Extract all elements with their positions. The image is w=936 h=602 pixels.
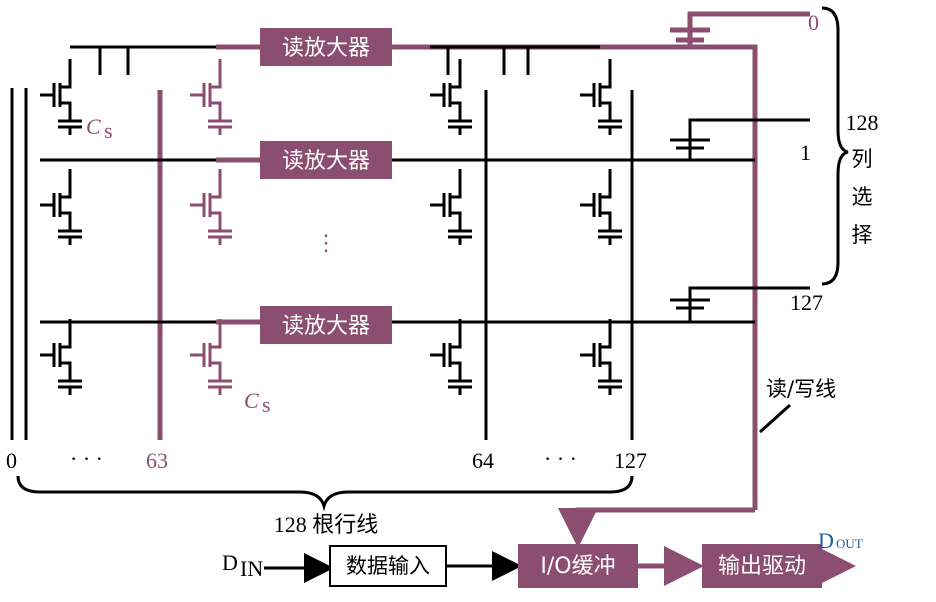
io-buffer-box <box>518 544 638 588</box>
cap-sub-top: s <box>104 118 113 143</box>
memory-cell <box>430 169 472 245</box>
sense-amp-ellipsis: ⋮ <box>315 230 337 255</box>
memory-cell <box>580 59 622 135</box>
sense-amp-1: 读放大器 <box>260 28 392 66</box>
memory-cell <box>190 169 232 245</box>
dout-label: D <box>818 528 834 553</box>
column-dots-right: · · · <box>544 446 577 471</box>
select-0-label: 0 <box>808 10 819 35</box>
memory-cell <box>580 319 622 395</box>
select-brace-label-2: 选 <box>852 185 873 209</box>
select-brace-label-0: 128 <box>846 110 879 135</box>
sense-amp-2-label: 读放大器 <box>282 149 370 174</box>
din-label: D <box>222 550 238 575</box>
column-dots-left: · · · <box>70 446 103 471</box>
io-buffer-label: I/O缓冲 <box>540 554 615 579</box>
memory-cell <box>40 169 82 245</box>
rw-line-pointer <box>758 403 792 434</box>
sense-amp-1-label: 读放大器 <box>282 36 370 61</box>
memory-cell <box>430 59 472 135</box>
memory-cell <box>580 169 622 245</box>
cells <box>40 47 622 395</box>
select-brace-label-1: 列 <box>852 147 873 171</box>
sense-amp-3: 读放大器 <box>260 306 392 344</box>
column-127-label: 127 <box>614 448 647 473</box>
column-63-label: 63 <box>146 448 168 473</box>
word-line-row-0 <box>70 44 758 510</box>
memory-cell <box>40 319 82 395</box>
select-127-label: 127 <box>790 290 823 315</box>
data-input-label: 数据输入 <box>346 554 430 578</box>
column-0-label: 0 <box>6 448 17 473</box>
select-brace <box>821 6 849 286</box>
dout-sub: OUT <box>836 536 863 551</box>
memory-cell <box>190 319 232 395</box>
din-sub: IN <box>240 556 263 581</box>
memory-cell <box>430 319 472 395</box>
row-lines-brace <box>16 475 634 512</box>
sense-amp-2: 读放大器 <box>260 141 392 179</box>
select-1-label: 1 <box>800 140 811 165</box>
cap-label-bottom: C <box>244 388 259 413</box>
column-select-0 <box>670 11 810 47</box>
cap-label-top: C <box>86 114 101 139</box>
rw-line <box>558 507 755 548</box>
rw-line-label: 读/写线 <box>766 377 836 401</box>
memory-cell <box>40 59 82 135</box>
output-driver-label: 输出驱动 <box>718 554 806 579</box>
data-input-box <box>329 545 447 587</box>
column-64-label: 64 <box>472 448 494 473</box>
left-bitlines <box>10 88 28 440</box>
output-driver-box <box>702 544 822 588</box>
select-brace-label-3: 择 <box>852 223 873 247</box>
row-lines-label: 128 根行线 <box>274 512 379 537</box>
cap-sub-bottom: s <box>262 392 271 417</box>
memory-cell <box>190 59 232 135</box>
column-select-1 <box>670 118 810 160</box>
column-select-127 <box>670 286 810 322</box>
sense-amp-3-label: 读放大器 <box>282 314 370 339</box>
